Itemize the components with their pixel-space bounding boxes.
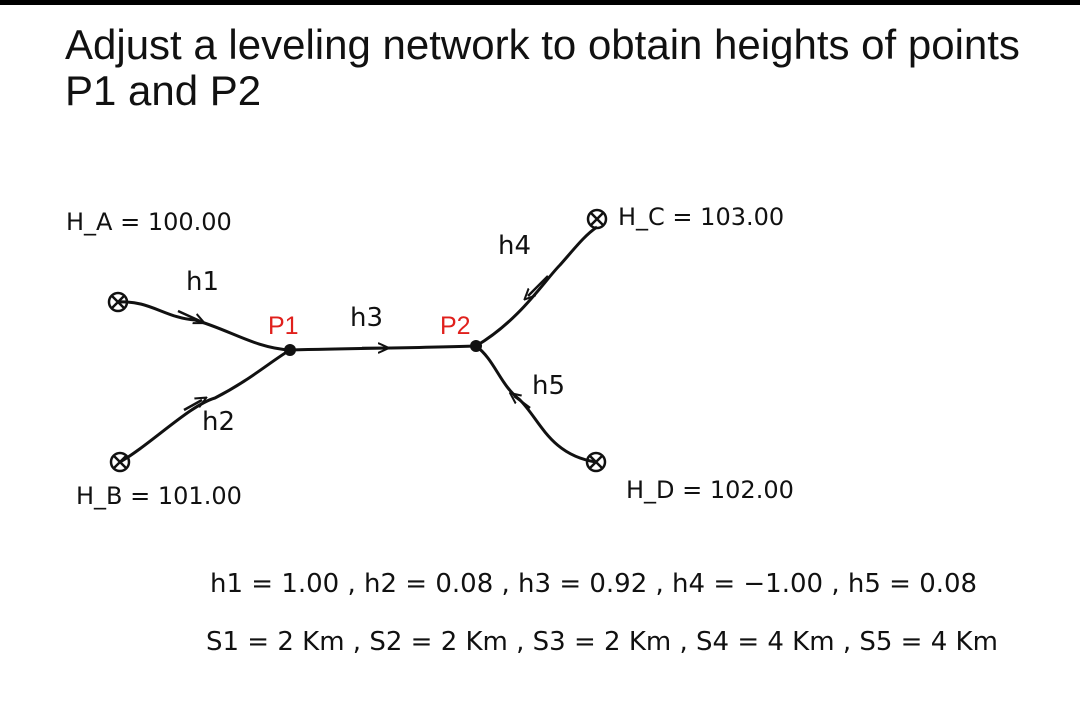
distances-data-line: S1 = 2 Km , S2 = 2 Km , S3 = 2 Km , S4 =…: [206, 627, 998, 657]
arrow-h2: [183, 400, 202, 412]
point-p1-marker: [284, 344, 296, 356]
benchmark-d-icon: [585, 451, 607, 473]
line-h1: [117, 300, 291, 352]
benchmark-c-icon: [586, 208, 608, 230]
slide-title: Adjust a leveling network to obtain heig…: [65, 21, 1020, 114]
point-p2-label: P2: [440, 312, 471, 340]
observation-h5-label: h5: [532, 371, 565, 401]
observation-h3-label: h3: [350, 303, 383, 333]
benchmark-b-icon: [109, 451, 131, 473]
line-h5: [475, 344, 597, 464]
arrow-h4: [528, 275, 549, 296]
height-b-label: H_B = 101.00: [76, 482, 242, 510]
line-h4: [475, 225, 598, 348]
heights-data-line: h1 = 1.00 , h2 = 0.08 , h3 = 0.92 , h4 =…: [210, 569, 977, 599]
observation-h4-label: h4: [498, 231, 531, 261]
point-p2-marker: [470, 340, 482, 352]
line-h2: [119, 348, 291, 464]
point-p1-label: P1: [268, 312, 299, 340]
observation-h1-label: h1: [186, 267, 219, 297]
height-a-label: H_A = 100.00: [66, 208, 232, 236]
top-rule: [0, 0, 1080, 5]
observation-h2-label: h2: [202, 407, 235, 437]
arrow-h5: [514, 396, 531, 409]
height-d-label: H_D = 102.00: [626, 476, 794, 504]
height-c-label: H_C = 103.00: [618, 203, 784, 231]
benchmark-a-icon: [107, 291, 129, 313]
arrow-h1: [177, 309, 200, 321]
